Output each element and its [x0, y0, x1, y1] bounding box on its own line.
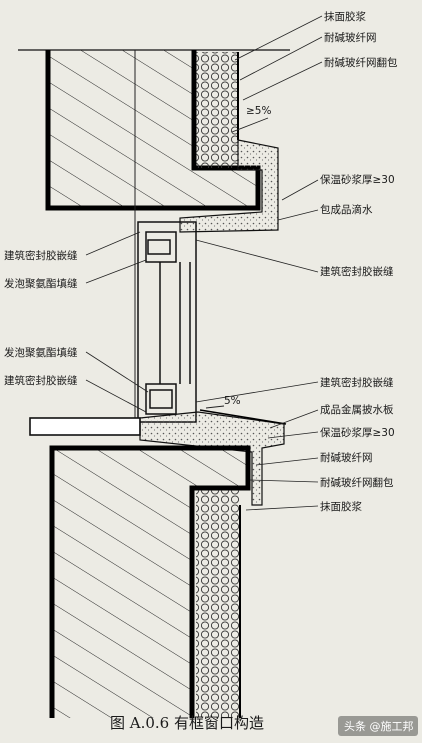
label-finish-mortar-top: 抹面胶浆 — [324, 10, 366, 23]
lower-insulation-board — [196, 490, 241, 718]
label-metal-flashing: 成品金属披水板 — [320, 403, 394, 416]
label-foam-left-upper: 发泡聚氨酯填缝 — [4, 277, 78, 290]
label-foam-left-lower: 发泡聚氨酯填缝 — [4, 346, 78, 359]
leader-lines — [85, 15, 323, 511]
metal-flashing — [199, 409, 287, 425]
slope-arrow-top — [231, 117, 269, 133]
label-mesh-wrap-top: 耐碱玻纤网翻包 — [324, 56, 398, 69]
watermark-text: 头条 @施工邦 — [344, 719, 414, 733]
label-sealant-left-lower: 建筑密封胶嵌缝 — [4, 374, 78, 387]
label-sealant-right-upper: 建筑密封胶嵌缝 — [320, 265, 394, 278]
label-drip-edge: 包成品滴水 — [320, 203, 373, 216]
label-slope-top: ≥5% — [246, 105, 271, 117]
label-finish-mortar-bottom: 抹面胶浆 — [320, 500, 362, 513]
upper-concrete-wall — [45, 50, 261, 211]
interior-sill-board — [29, 417, 141, 436]
label-fiberglass-mesh-top: 耐碱玻纤网 — [324, 31, 377, 44]
slope-arrow-bottom — [205, 405, 225, 409]
label-slope-bottom: 5% — [224, 395, 241, 407]
upper-insulation-board — [196, 52, 239, 168]
label-insulation-mortar-top: 保温砂浆厚≥30 — [320, 173, 395, 186]
label-sealant-right-lower: 建筑密封胶嵌缝 — [320, 376, 394, 389]
upper-mortar-reveal — [179, 139, 279, 233]
lower-concrete-wall — [49, 445, 251, 718]
label-sealant-left-upper: 建筑密封胶嵌缝 — [4, 249, 78, 262]
figure-caption: 图 A.0.6 有框窗口构造 — [110, 714, 264, 732]
watermark-background — [338, 716, 418, 736]
label-insulation-mortar-bottom: 保温砂浆厚≥30 — [320, 426, 395, 439]
label-fiberglass-mesh-bottom: 耐碱玻纤网 — [320, 451, 373, 464]
label-mesh-wrap-bottom: 耐碱玻纤网翻包 — [320, 476, 394, 489]
